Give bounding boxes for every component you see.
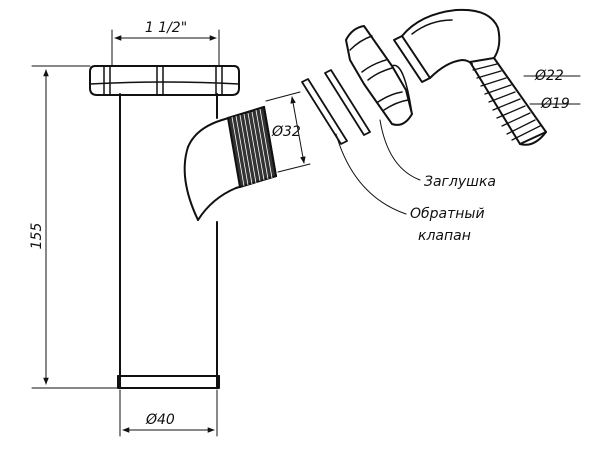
bottom-outlet-dimension (119, 389, 218, 437)
bottom-outlet-dimension-label: Ø40 (145, 412, 175, 428)
check-valve-callout-line1: Обратный (410, 206, 485, 222)
main-pipe (117, 93, 220, 389)
nut-dimension-label: 1 1/2" (145, 20, 187, 36)
check-valve (301, 69, 371, 145)
nut-dimension (111, 29, 220, 67)
side-branch (183, 105, 278, 221)
callout-leaders (335, 119, 421, 215)
elbow-connector (393, 8, 547, 146)
cap-nut (345, 25, 413, 126)
top-nut (89, 65, 240, 96)
check-valve-callout-line2: клапан (418, 228, 471, 244)
hose-dimension-lines (523, 75, 581, 105)
height-dimension (31, 65, 119, 389)
hose-inner-dimension-label: Ø19 (540, 96, 570, 112)
side-outlet-dimension (265, 91, 311, 173)
cap-callout: Заглушка (424, 174, 496, 190)
hose-outer-dimension-label: Ø22 (534, 68, 564, 84)
height-dimension-label: 155 (29, 223, 45, 250)
side-outlet-dimension-label: Ø32 (271, 124, 301, 140)
